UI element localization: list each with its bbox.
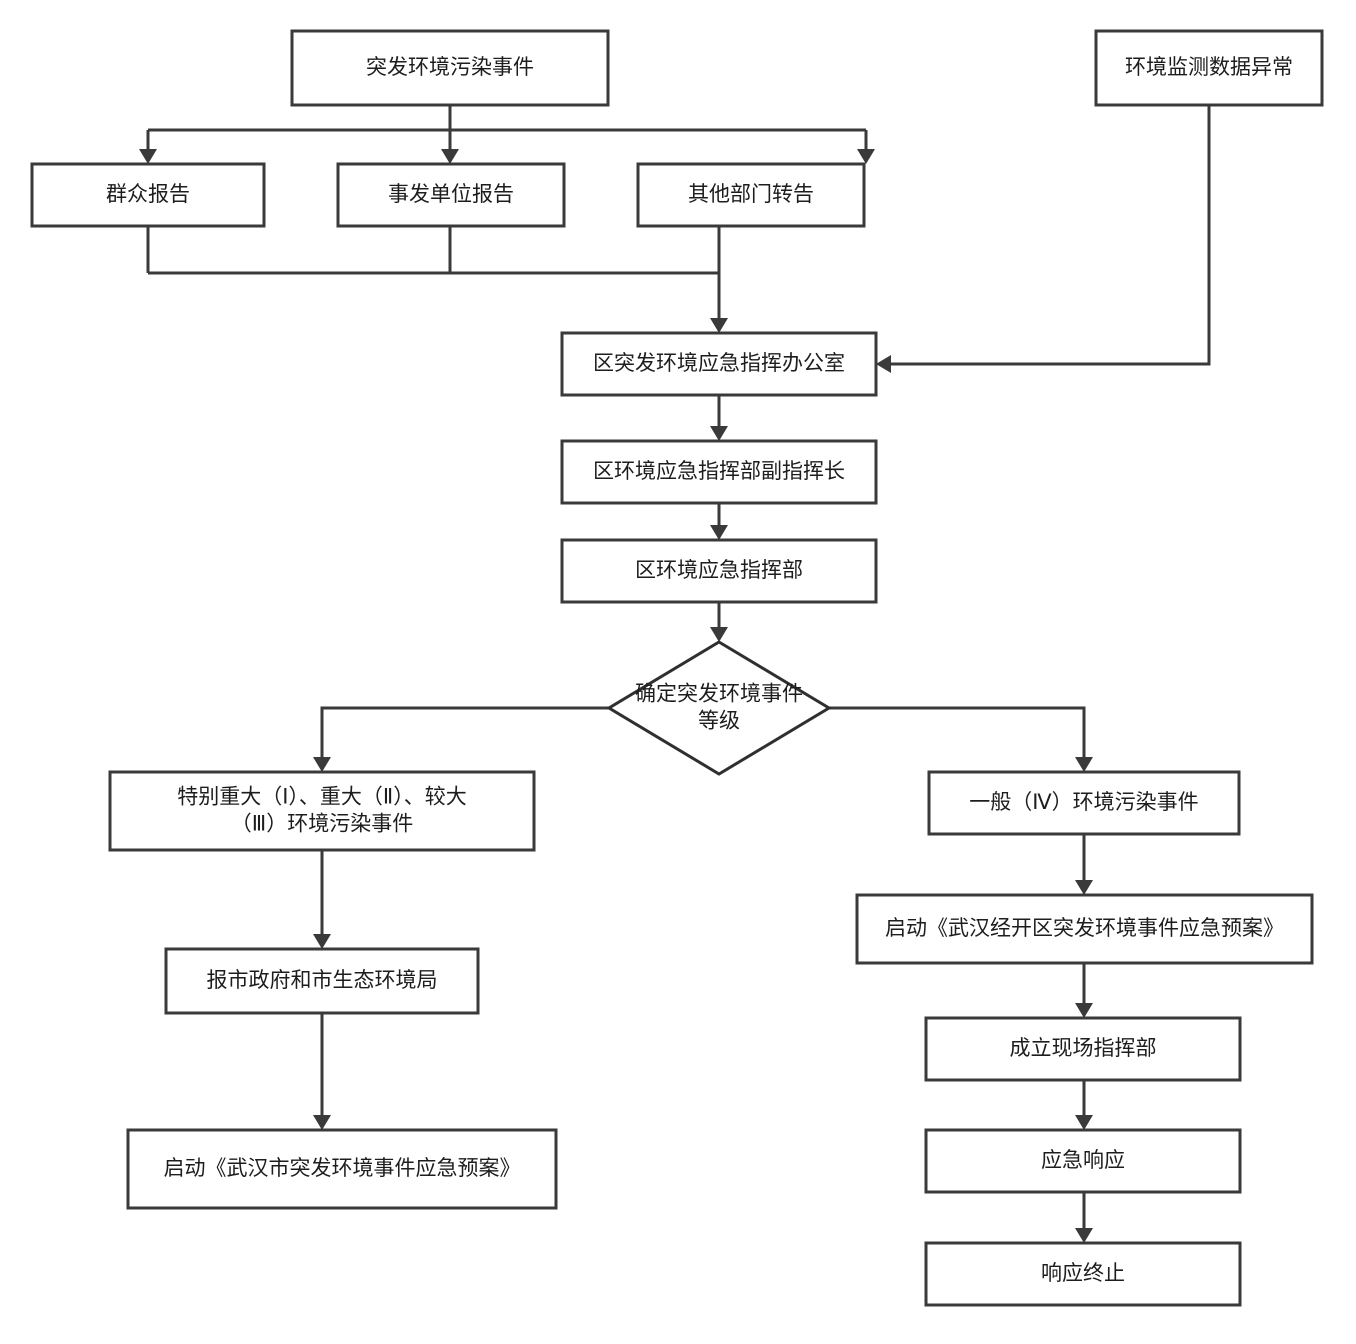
node-label: 群众报告 bbox=[106, 183, 190, 206]
arrow-head-icon bbox=[1075, 880, 1093, 895]
edge-e-activate-onsite bbox=[1075, 963, 1093, 1018]
node-label: 成立现场指挥部 bbox=[1010, 1037, 1157, 1060]
node-shape-rect bbox=[560, 439, 878, 505]
edge-e-office-deputy bbox=[710, 395, 728, 441]
node-label: 报市政府和市生态环境局 bbox=[207, 969, 438, 992]
node-shape-rect bbox=[636, 162, 866, 228]
edge-e-major-report bbox=[313, 850, 331, 949]
arrow-head-icon bbox=[139, 149, 157, 164]
arrow-head-icon bbox=[1075, 757, 1093, 772]
edge-e-decision-major bbox=[313, 706, 609, 772]
arrow-head-icon bbox=[313, 757, 331, 772]
node-unit-report[interactable]: 事发单位报告 bbox=[336, 162, 566, 228]
node-shape-rect bbox=[336, 162, 566, 228]
node-district-office[interactable]: 区突发环境应急指挥办公室 bbox=[560, 331, 878, 397]
node-report-city[interactable]: 报市政府和市生态环境局 bbox=[164, 947, 480, 1015]
node-label: 环境监测数据异常 bbox=[1125, 56, 1293, 79]
node-monitor-anomaly[interactable]: 环境监测数据异常 bbox=[1094, 29, 1324, 107]
edge-e-decision-general bbox=[829, 706, 1093, 772]
edge-e-report-activate bbox=[313, 1013, 331, 1130]
node-district-command[interactable]: 区环境应急指挥部 bbox=[560, 538, 878, 604]
node-response-end[interactable]: 响应终止 bbox=[924, 1241, 1242, 1307]
node-grade-decision[interactable]: 确定突发环境事件等级 bbox=[606, 640, 832, 776]
node-shape-rect bbox=[855, 893, 1314, 965]
node-label: 区突发环境应急指挥办公室 bbox=[593, 352, 845, 375]
node-label: 区环境应急指挥部 bbox=[635, 559, 803, 582]
edge-e-response-end bbox=[1075, 1192, 1093, 1243]
node-incident[interactable]: 突发环境污染事件 bbox=[290, 29, 610, 107]
node-public-report[interactable]: 群众报告 bbox=[30, 162, 266, 228]
edge-e-monitor-office bbox=[876, 105, 1211, 373]
arrow-head-icon bbox=[313, 1115, 331, 1130]
node-shape-rect bbox=[164, 947, 480, 1015]
edge-path bbox=[320, 706, 609, 759]
node-shape-rect bbox=[1094, 29, 1324, 107]
node-shape-rect bbox=[30, 162, 266, 228]
arrow-head-icon bbox=[1075, 1115, 1093, 1130]
arrow-head-icon bbox=[710, 627, 728, 642]
edge-e-bus-other bbox=[857, 130, 875, 164]
edge-e-bus-public bbox=[139, 130, 157, 164]
edge-e-command-decision bbox=[710, 602, 728, 642]
edge-e-general-activate bbox=[1075, 834, 1093, 895]
node-shape-diamond bbox=[606, 640, 832, 776]
node-label: 突发环境污染事件 bbox=[366, 56, 534, 79]
node-label: 其他部门转告 bbox=[688, 183, 814, 206]
arrow-head-icon bbox=[313, 934, 331, 949]
arrow-head-icon bbox=[710, 426, 728, 441]
edge-e-incident-bus bbox=[441, 105, 459, 164]
edges-layer bbox=[139, 105, 1211, 1243]
edge-e-deputy-command bbox=[710, 503, 728, 540]
node-general-event[interactable]: 一般（Ⅳ）环境污染事件 bbox=[927, 770, 1241, 836]
node-shape-rect bbox=[126, 1128, 558, 1210]
node-activate-city-plan[interactable]: 启动《武汉市突发环境事件应急预案》 bbox=[126, 1128, 558, 1210]
node-label: 事发单位报告 bbox=[388, 183, 514, 206]
edge-path bbox=[889, 105, 1211, 366]
node-label: 应急响应 bbox=[1041, 1149, 1125, 1172]
node-activate-district-plan[interactable]: 启动《武汉经开区突发环境事件应急预案》 bbox=[855, 893, 1314, 965]
arrow-head-icon bbox=[876, 355, 891, 373]
node-other-dept-report[interactable]: 其他部门转告 bbox=[636, 162, 866, 228]
arrow-head-icon bbox=[710, 318, 728, 333]
arrow-head-icon bbox=[857, 149, 875, 164]
edge-e-merge-office bbox=[710, 273, 728, 333]
node-shape-rect bbox=[560, 331, 878, 397]
node-label: 特别重大（Ⅰ）、重大（Ⅱ）、较大（Ⅲ）环境污染事件 bbox=[177, 785, 467, 835]
node-label: 启动《武汉市突发环境事件应急预案》 bbox=[164, 1157, 521, 1180]
node-label: 确定突发环境事件等级 bbox=[635, 682, 803, 732]
node-label: 启动《武汉经开区突发环境事件应急预案》 bbox=[885, 917, 1284, 940]
node-deputy-commander[interactable]: 区环境应急指挥部副指挥长 bbox=[560, 439, 878, 505]
arrow-head-icon bbox=[1075, 1228, 1093, 1243]
node-emergency-response[interactable]: 应急响应 bbox=[924, 1128, 1242, 1194]
node-major-events[interactable]: 特别重大（Ⅰ）、重大（Ⅱ）、较大（Ⅲ）环境污染事件 bbox=[108, 770, 536, 852]
node-label: 响应终止 bbox=[1041, 1262, 1125, 1285]
node-shape-rect bbox=[924, 1128, 1242, 1194]
arrow-head-icon bbox=[441, 149, 459, 164]
node-shape-rect bbox=[290, 29, 610, 107]
node-label: 区环境应急指挥部副指挥长 bbox=[593, 460, 845, 483]
edge-path bbox=[829, 706, 1086, 759]
node-shape-rect bbox=[927, 770, 1241, 836]
node-shape-rect bbox=[108, 770, 536, 852]
node-shape-rect bbox=[560, 538, 878, 604]
node-shape-rect bbox=[924, 1241, 1242, 1307]
node-label: 一般（Ⅳ）环境污染事件 bbox=[969, 791, 1198, 814]
arrow-head-icon bbox=[1075, 1003, 1093, 1018]
node-shape-rect bbox=[924, 1016, 1242, 1082]
node-onsite-command[interactable]: 成立现场指挥部 bbox=[924, 1016, 1242, 1082]
edge-e-onsite-response bbox=[1075, 1080, 1093, 1130]
arrow-head-icon bbox=[710, 525, 728, 540]
